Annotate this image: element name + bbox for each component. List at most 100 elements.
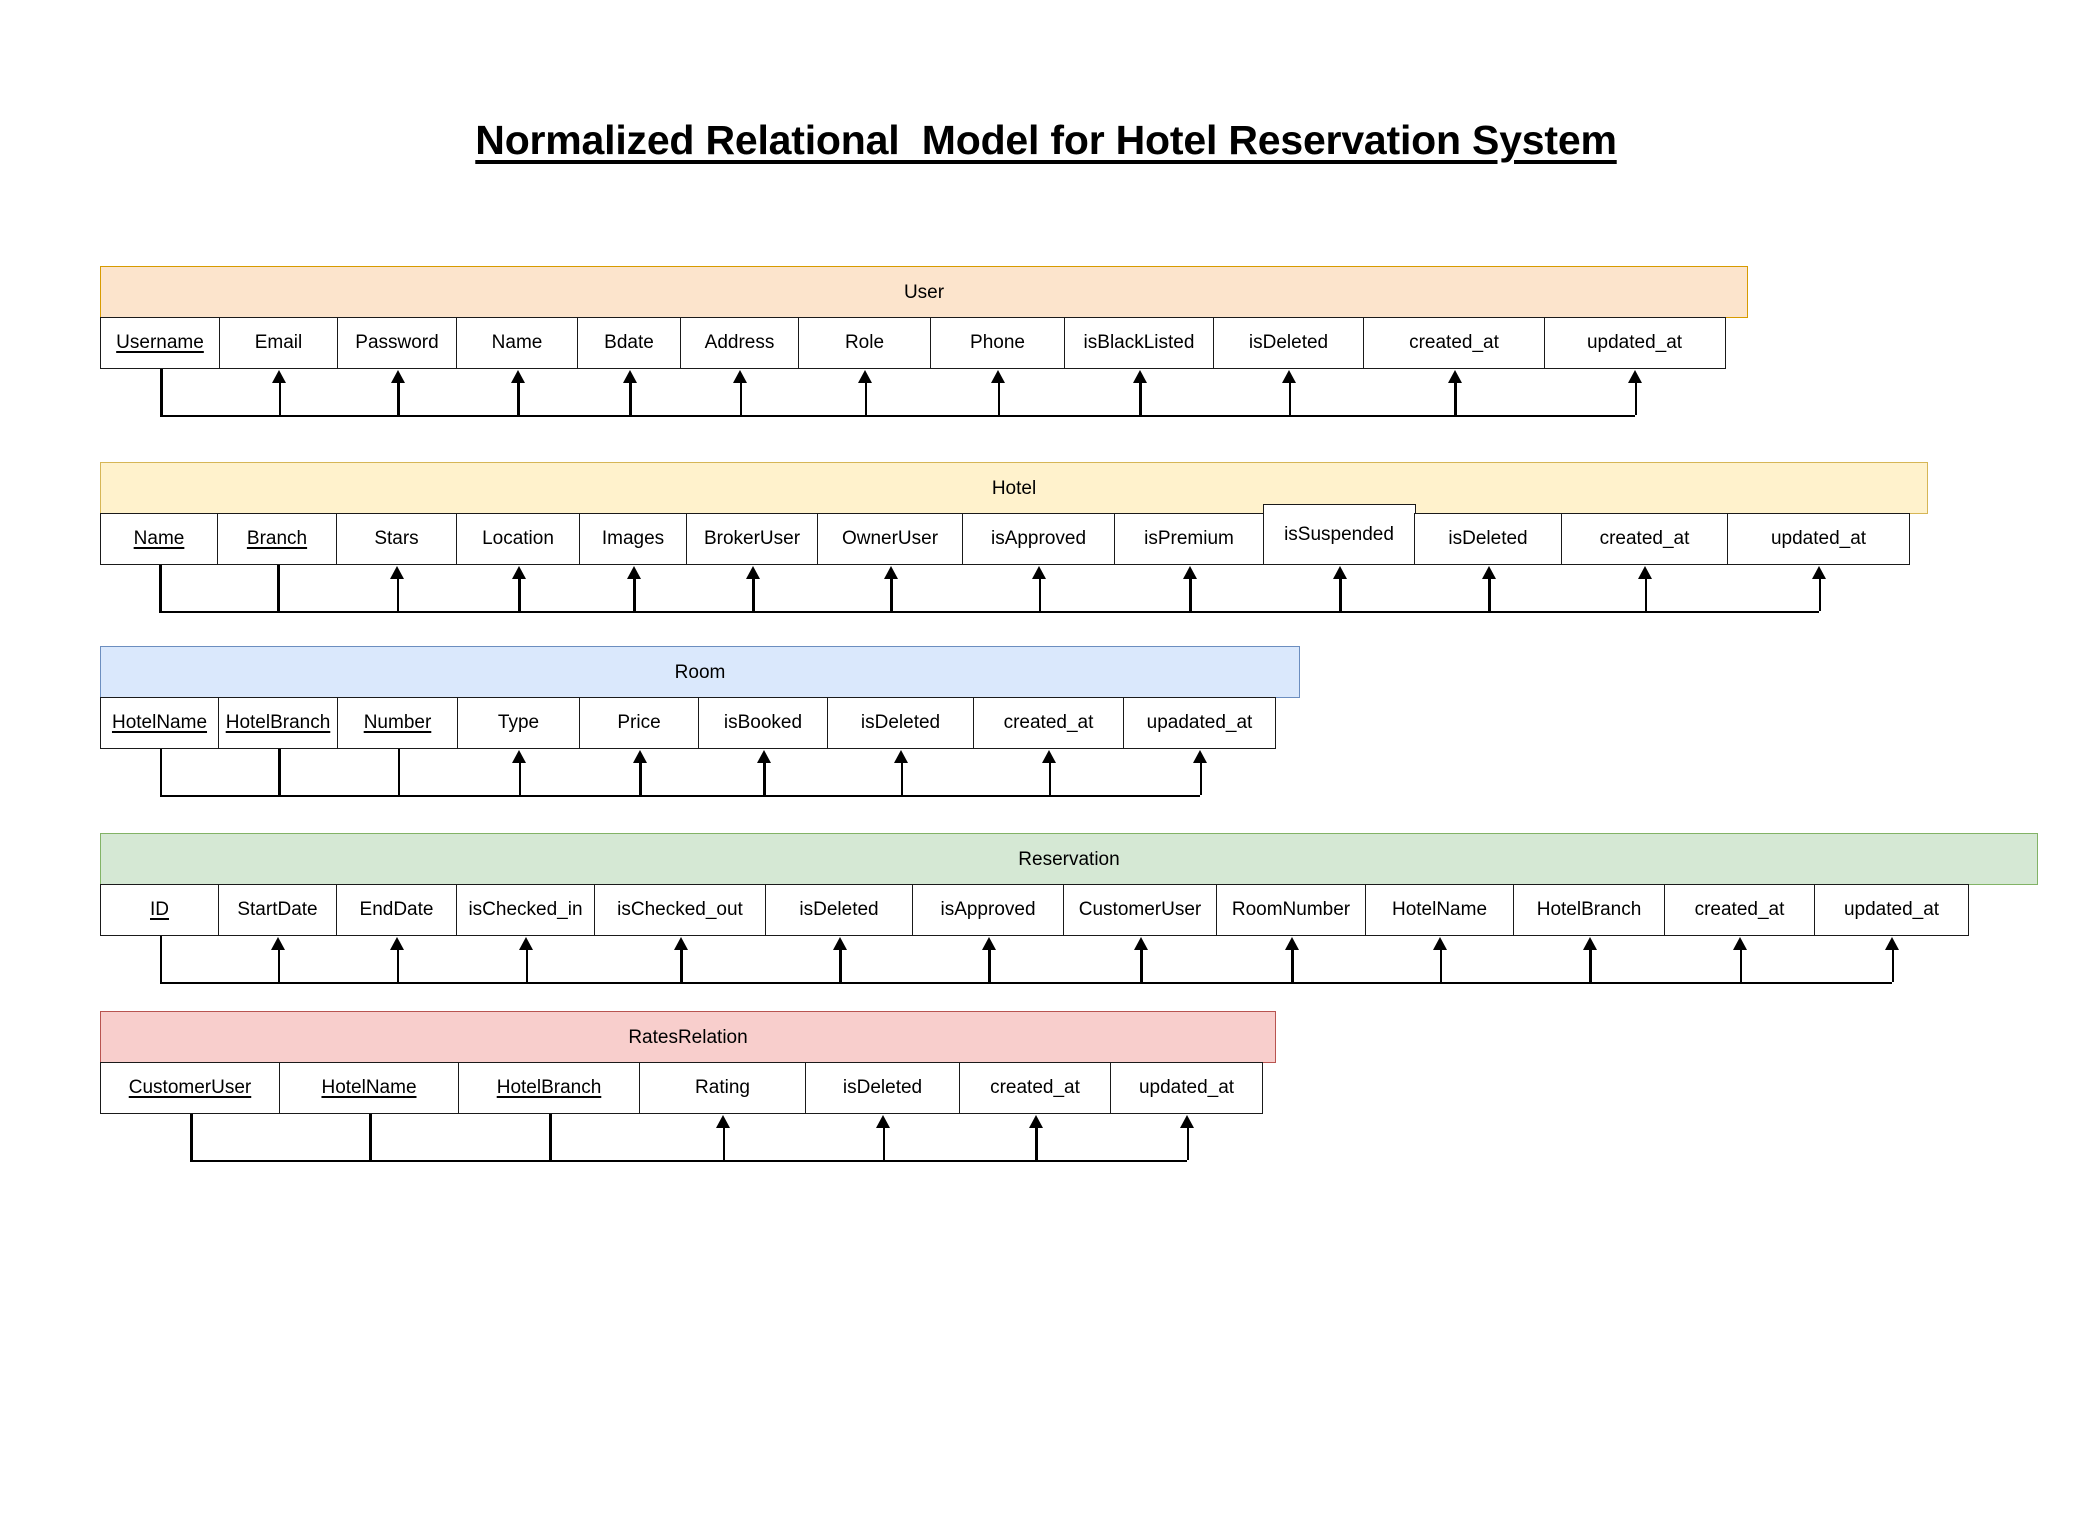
attribute-cell: isChecked_out <box>594 883 766 936</box>
relation-title-label: Room <box>674 661 726 683</box>
attribute-cell: Role <box>798 316 931 369</box>
fd-arrow <box>1639 565 1651 611</box>
fd-arrow <box>734 369 746 415</box>
fd-arrow <box>1448 369 1461 415</box>
attribute-cell: Images <box>579 512 687 565</box>
attribute-cell: isDeleted <box>1414 512 1562 565</box>
attribute-label: Type <box>497 712 540 733</box>
attribute-label: updated_at <box>1138 1077 1235 1098</box>
attribute-cell: Bdate <box>577 316 681 369</box>
attribute-cell: updated_at <box>1814 883 1969 936</box>
fd-arrow <box>1434 936 1446 982</box>
relation-title-label: Reservation <box>1018 848 1120 870</box>
attribute-cell: RoomNumber <box>1216 883 1366 936</box>
attribute-label: updated_at <box>1770 528 1867 549</box>
attribute-label: isChecked_in <box>468 899 583 920</box>
fd-arrow <box>512 565 525 611</box>
relation-title-hotel: Hotel <box>100 462 1928 514</box>
attribute-label: Stars <box>374 528 419 549</box>
fd-arrow <box>513 749 525 795</box>
fd-arrow <box>757 749 770 795</box>
attribute-cell: isDeleted <box>1212 316 1365 369</box>
attribute-label: isSuspended <box>1284 523 1394 545</box>
attribute-key-label: HotelBranch <box>496 1077 602 1098</box>
attribute-label: Price <box>617 712 661 733</box>
attribute-cell: created_at <box>1560 512 1729 565</box>
fd-arrow <box>1813 565 1825 611</box>
functional-dependency-hotel <box>100 564 1928 625</box>
page-title-text: Normalized Relational Model for Hotel Re… <box>475 117 1617 163</box>
fd-key-stub <box>397 748 400 795</box>
attribute-cell: Name <box>455 316 579 369</box>
attribute-label: isApproved <box>990 528 1087 549</box>
attribute-label: Role <box>844 332 885 353</box>
fd-spine <box>160 414 1635 417</box>
fd-arrow <box>1183 565 1196 611</box>
attribute-cell: updated_at <box>1727 512 1910 565</box>
attribute-label: StartDate <box>237 899 318 920</box>
attribute-label: Phone <box>970 332 1025 353</box>
fd-arrow <box>884 565 897 611</box>
attribute-cell: isSuspended <box>1262 503 1416 565</box>
attribute-label: isDeleted <box>1248 332 1329 353</box>
functional-dependency-user <box>100 368 1748 429</box>
fd-arrow <box>982 936 995 982</box>
fd-key-stub <box>160 368 163 415</box>
fd-arrow <box>623 369 636 415</box>
fd-arrow <box>1043 749 1055 795</box>
attribute-label: isChecked_out <box>617 899 743 920</box>
attribute-cell: isChecked_in <box>455 883 596 936</box>
attribute-cell: Type <box>456 696 581 749</box>
attribute-label: CustomerUser <box>1078 899 1202 920</box>
attribute-cell: HotelBranch <box>458 1061 640 1114</box>
attribute-label: isDeleted <box>1448 528 1528 549</box>
fd-arrow <box>1734 936 1746 982</box>
attribute-label: OwnerUser <box>841 528 939 549</box>
fd-arrow <box>627 565 640 611</box>
attribute-label: created_at <box>1409 332 1499 353</box>
attribute-label: Address <box>704 332 775 353</box>
fd-arrow <box>877 1114 889 1160</box>
fd-arrow <box>1285 936 1298 982</box>
attribute-cell: Rating <box>638 1061 807 1114</box>
attribute-label: Rating <box>695 1077 750 1098</box>
attribute-label: created_at <box>1599 528 1690 549</box>
attribute-cell: isDeleted <box>827 696 974 749</box>
attribute-cell: HotelBranch <box>1513 883 1665 936</box>
fd-spine <box>159 610 1819 613</box>
fd-spine <box>190 1159 1187 1162</box>
fd-arrow <box>1283 369 1295 415</box>
attribute-cell: isBooked <box>697 696 829 749</box>
attribute-key-label: HotelBranch <box>225 712 331 733</box>
attribute-label: created_at <box>1003 712 1094 733</box>
attribute-cell: Name <box>100 512 218 565</box>
fd-arrow <box>992 369 1004 415</box>
attribute-cell: Stars <box>336 512 457 565</box>
relation-title-label: User <box>903 281 945 303</box>
attribute-label: Email <box>254 332 303 353</box>
fd-key-stub <box>278 748 281 795</box>
fd-arrow <box>1133 369 1146 415</box>
fd-key-stub <box>159 748 162 795</box>
attribute-cell: HotelName <box>1364 883 1515 936</box>
attribute-cell: CustomerUser <box>1062 883 1218 936</box>
attribute-cell: isPremium <box>1114 512 1264 565</box>
attribute-cell: updated_at <box>1543 316 1726 369</box>
attribute-label: Name <box>491 332 543 353</box>
relation-title-ratesrelation: RatesRelation <box>100 1011 1276 1063</box>
relation-title-user: User <box>100 266 1748 318</box>
attribute-cell: HotelBranch <box>217 696 339 749</box>
attribute-cell: Branch <box>216 512 338 565</box>
attribute-key-label: CustomerUser <box>128 1077 252 1098</box>
attribute-cell: Phone <box>929 316 1066 369</box>
attribute-label: updated_at <box>1586 332 1683 353</box>
fd-arrow <box>859 369 871 415</box>
